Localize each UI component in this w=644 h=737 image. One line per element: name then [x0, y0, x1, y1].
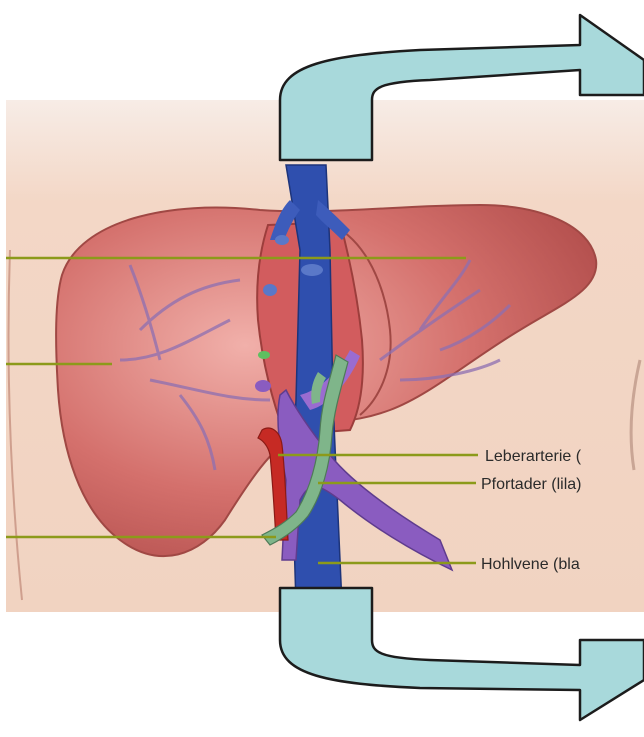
vessel-section-5 — [255, 380, 271, 392]
label-hohlvene: Hohlvene (bla — [481, 556, 580, 573]
label-leberarterie: Leberarterie ( — [485, 448, 582, 465]
vessel-section-4 — [258, 351, 270, 359]
label-pfortader: Pfortader (lila) — [481, 476, 581, 493]
vessel-section-2 — [301, 264, 323, 276]
vessel-section-3 — [263, 284, 277, 296]
vessel-section-1 — [275, 235, 289, 245]
